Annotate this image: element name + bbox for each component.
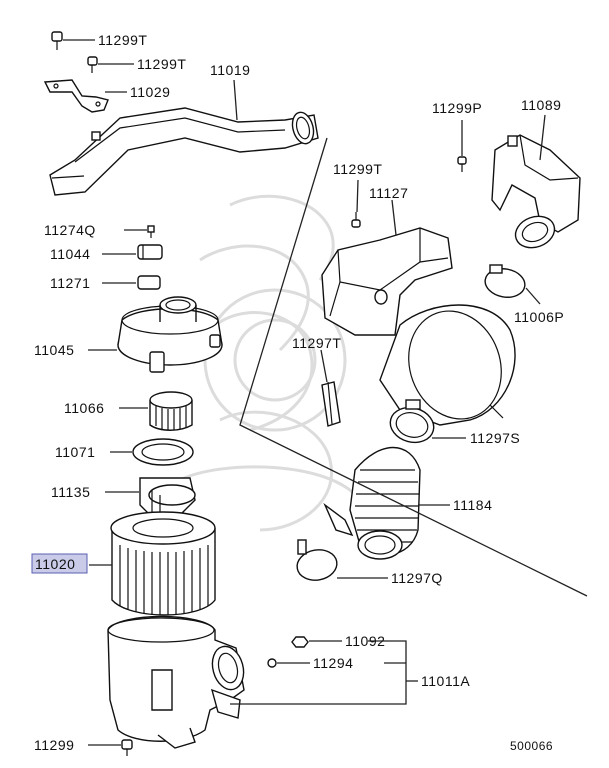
label-11071[interactable]: 11071 bbox=[55, 444, 95, 460]
highlight-box-11020 bbox=[31, 553, 88, 574]
label-11066[interactable]: 11066 bbox=[64, 400, 104, 416]
part-11020-filter-element bbox=[110, 511, 216, 616]
label-11011A[interactable]: 11011A bbox=[421, 673, 470, 689]
part-11092-nut bbox=[291, 636, 309, 648]
part-11011A-housing bbox=[107, 615, 245, 749]
figure-number: 500066 bbox=[510, 739, 553, 753]
label-11299T-c[interactable]: 11299T bbox=[333, 161, 382, 177]
part-11299P-bolt bbox=[457, 156, 467, 172]
label-11299T-a[interactable]: 11299T bbox=[98, 32, 147, 48]
leader-lines bbox=[63, 39, 546, 746]
part-11299T-bolt-second bbox=[87, 56, 98, 73]
part-large-elbow bbox=[379, 304, 516, 426]
label-11127[interactable]: 11127 bbox=[369, 185, 408, 201]
part-11006P-clamp bbox=[484, 264, 526, 298]
label-11029[interactable]: 11029 bbox=[130, 84, 170, 100]
label-11297T[interactable]: 11297T bbox=[292, 335, 341, 351]
part-11029-bracket bbox=[43, 79, 109, 113]
label-11020[interactable]: 11020 bbox=[35, 556, 75, 572]
part-11089-elbow-duct bbox=[491, 134, 581, 249]
part-11045-cover bbox=[117, 296, 223, 373]
part-11184-bellows-hose bbox=[323, 446, 421, 560]
part-11019-intake-duct bbox=[49, 107, 319, 196]
label-11045[interactable]: 11045 bbox=[34, 342, 74, 358]
part-11297T-strap bbox=[321, 381, 341, 427]
part-labels: 11299T 11299T 11019 11029 11299P 11089 1… bbox=[34, 32, 564, 753]
part-11066-filter-ring bbox=[149, 391, 193, 431]
label-11092[interactable]: 11092 bbox=[345, 633, 385, 649]
part-11044-clip bbox=[137, 244, 163, 260]
label-11044[interactable]: 11044 bbox=[50, 246, 90, 262]
label-11299[interactable]: 11299 bbox=[34, 737, 74, 753]
label-11271[interactable]: 11271 bbox=[50, 275, 90, 291]
label-11299P[interactable]: 11299P bbox=[432, 100, 482, 116]
label-11274Q[interactable]: 11274Q bbox=[44, 222, 96, 238]
part-11271-clip bbox=[137, 275, 161, 290]
label-11297Q[interactable]: 11297Q bbox=[391, 570, 443, 586]
label-11019[interactable]: 11019 bbox=[210, 62, 250, 78]
part-11297S-clamp bbox=[389, 399, 435, 444]
label-11006P[interactable]: 11006P bbox=[514, 309, 564, 325]
assembly-division-line bbox=[239, 137, 588, 597]
part-11294-nut bbox=[267, 658, 277, 668]
label-11297S[interactable]: 11297S bbox=[470, 430, 520, 446]
part-11297Q-clamp bbox=[296, 539, 338, 581]
label-11089[interactable]: 11089 bbox=[521, 97, 561, 113]
label-11294[interactable]: 11294 bbox=[313, 655, 353, 671]
label-11135[interactable]: 11135 bbox=[51, 484, 90, 500]
part-11299-bolt bbox=[121, 739, 133, 756]
label-11184[interactable]: 11184 bbox=[453, 497, 492, 513]
part-11299T-bolt-third bbox=[351, 212, 361, 228]
part-11127-resonator bbox=[321, 227, 453, 336]
label-11299T-b[interactable]: 11299T bbox=[137, 56, 186, 72]
watermark bbox=[179, 194, 362, 532]
part-11274Q-screw bbox=[147, 225, 155, 238]
part-11071-gasket bbox=[132, 438, 194, 466]
part-11299T-bolt-top bbox=[51, 31, 63, 50]
